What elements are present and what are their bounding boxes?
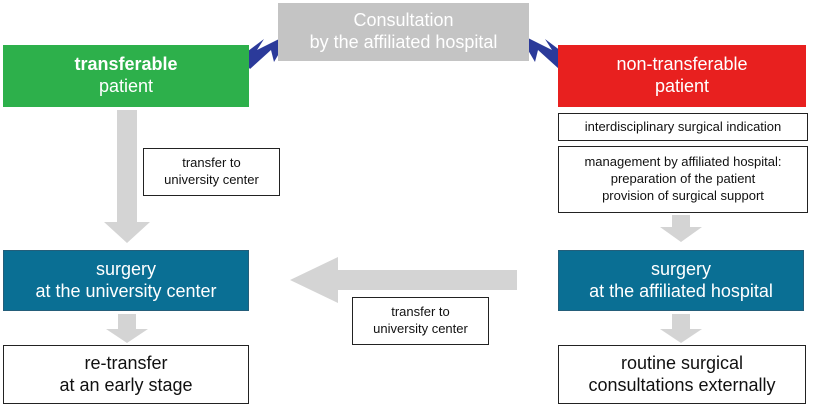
non-transferable-line-2: patient — [654, 76, 710, 96]
consultation-line-1: Consultation — [353, 10, 454, 31]
arrow-transferable-to-surgery — [104, 110, 150, 243]
transfer-note-top-line-2: university center — [164, 172, 259, 187]
interdisciplinary-indication-node: interdisciplinary surgical indication — [558, 113, 808, 141]
arrow-surgery-to-routine — [660, 314, 702, 343]
management-line-2: preparation of the patient — [610, 171, 756, 187]
consultation-node: Consultation by the affiliated hospital — [278, 3, 529, 61]
transfer-note-bottom: transfer to university center — [352, 297, 489, 345]
transferable-line-1: transferable — [74, 54, 178, 75]
retransfer-line-1: re-transfer — [84, 352, 168, 373]
retransfer-line-2: at an early stage — [59, 374, 193, 395]
management-node: management by affiliated hospital: prepa… — [558, 146, 808, 213]
non-transferable-line-1: non-transferable — [616, 54, 748, 75]
transferable-patient-node: transferable patient — [3, 45, 249, 107]
transfer-note-top: transfer to university center — [143, 148, 280, 196]
arrow-management-to-surgery — [660, 215, 702, 242]
interdisciplinary-text: interdisciplinary surgical indication — [584, 118, 782, 134]
management-line-3: provision of surgical support — [602, 187, 764, 203]
routine-consultations-node: routine surgical consultations externall… — [558, 345, 806, 404]
transfer-note-bottom-line-2: university center — [373, 321, 468, 336]
arrow-surgery-to-retransfer — [106, 314, 148, 343]
consultation-line-2: by the affiliated hospital — [309, 32, 498, 52]
routine-line-1: routine surgical — [620, 352, 744, 373]
surgery-university-line-2: at the university center — [35, 280, 217, 301]
surgery-affiliated-line-2: at the affiliated hospital — [589, 280, 773, 301]
surgery-affiliated-node: surgery at the affiliated hospital — [558, 250, 804, 311]
transfer-note-bottom-line-1: transfer to — [391, 304, 450, 320]
retransfer-node: re-transfer at an early stage — [3, 345, 249, 404]
surgery-university-node: surgery at the university center — [3, 250, 249, 311]
surgery-affiliated-line-1: surgery — [650, 258, 712, 279]
transferable-line-2: patient — [98, 76, 154, 96]
transfer-note-top-line-1: transfer to — [182, 155, 241, 171]
management-line-1: management by affiliated hospital: — [584, 154, 782, 170]
non-transferable-patient-node: non-transferable patient — [558, 45, 806, 107]
arrow-affiliated-to-university — [290, 257, 517, 303]
routine-line-2: consultations externally — [588, 374, 776, 395]
surgery-university-line-1: surgery — [95, 258, 157, 279]
arrow-to-non-transferable — [518, 33, 569, 69]
